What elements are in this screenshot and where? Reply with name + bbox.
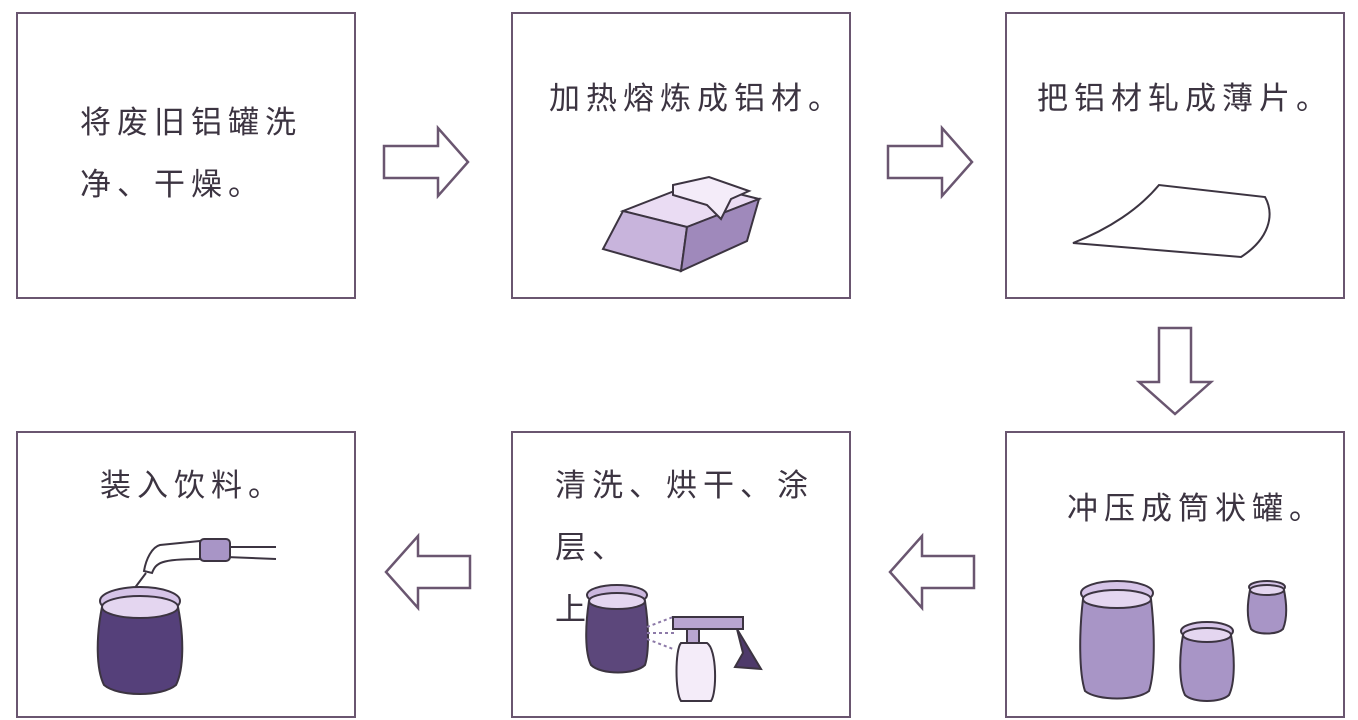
step-6-line-1: 装入饮料。 [100, 468, 285, 504]
can-bodies-icon [1079, 580, 1288, 702]
arrow-down-icon [1135, 326, 1215, 416]
step-3-box: 把铝材轧成薄片。 [1005, 12, 1345, 299]
step-2-line-1: 加热熔炼成铝材。 [549, 81, 845, 117]
arrow-right-1 [382, 124, 472, 200]
step-1-text: 将废旧铝罐洗 净、干燥。 [80, 92, 302, 216]
step-6-box: 装入饮料。 [16, 431, 356, 718]
step-4-line-1: 冲压成筒状罐。 [1067, 491, 1326, 527]
step-5-line-1: 清洗、烘干、涂层、 [555, 468, 814, 566]
filling-beverage-icon [96, 538, 277, 695]
step-3-text: 把铝材轧成薄片。 [1037, 68, 1333, 130]
arrow-left-1 [886, 532, 978, 612]
step-5-box: 清洗、烘干、涂层、 上漆。 [511, 431, 851, 718]
arrow-left-icon [384, 532, 472, 612]
step-2-box: 加热熔炼成铝材。 [511, 12, 851, 299]
arrow-right-icon [886, 124, 974, 200]
arrow-left-2 [382, 532, 474, 612]
arrow-down [1135, 326, 1215, 418]
step-4-text: 冲压成筒状罐。 [1067, 478, 1326, 540]
arrow-left-icon [888, 532, 976, 612]
step-2-text: 加热熔炼成铝材。 [549, 68, 845, 130]
aluminum-ingot-icon [601, 175, 763, 273]
step-4-box: 冲压成筒状罐。 [1005, 431, 1345, 718]
step-1-line-1: 将废旧铝罐洗 [80, 105, 302, 141]
arrow-right-2 [886, 124, 976, 200]
step-6-text: 装入饮料。 [100, 455, 285, 517]
aluminum-sheet-icon [1072, 183, 1271, 259]
step-1-box: 将废旧铝罐洗 净、干燥。 [16, 12, 356, 299]
arrow-right-icon [382, 124, 470, 200]
spray-painting-icon [585, 584, 763, 702]
step-3-line-1: 把铝材轧成薄片。 [1037, 81, 1333, 117]
step-1-line-2: 净、干燥。 [80, 167, 265, 203]
